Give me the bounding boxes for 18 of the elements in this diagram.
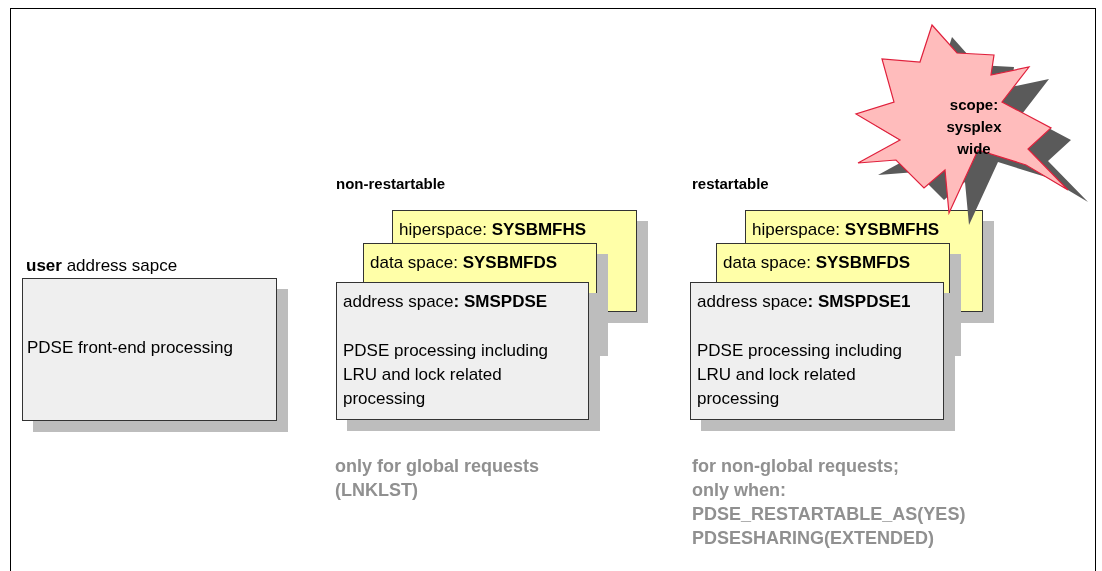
section-heading: non-restartable (336, 175, 446, 192)
note-text: only when: (692, 479, 786, 502)
card-heading: address space: SMSPDSE (343, 291, 548, 312)
note-text: for non-global requests; (692, 455, 899, 478)
card-heading: hiperspace: SYSBMFHS (752, 219, 940, 240)
card-heading: data space: SYSBMFDS (723, 252, 911, 273)
note-text: PDSESHARING(EXTENDED) (692, 527, 935, 550)
card-text: PDSE processing including LRU and lock related processing (697, 340, 904, 410)
note-text: only for global requests (LNKLST) (335, 455, 541, 502)
box-text: PDSE front-end processing (27, 337, 234, 359)
card-heading: data space: SYSBMFDS (370, 252, 558, 273)
card-heading: address space: SMSPDSE1 (697, 291, 911, 312)
starburst-text: scope: sysplex wide (945, 95, 1003, 159)
note-text: PDSE_RESTARTABLE_AS(YES) (692, 503, 966, 526)
card-text: PDSE processing including LRU and lock related processing (343, 340, 550, 410)
box-heading: user address sapce (26, 255, 178, 276)
card-heading: hiperspace: SYSBMFHS (399, 219, 587, 240)
section-heading: restartable (692, 175, 769, 192)
